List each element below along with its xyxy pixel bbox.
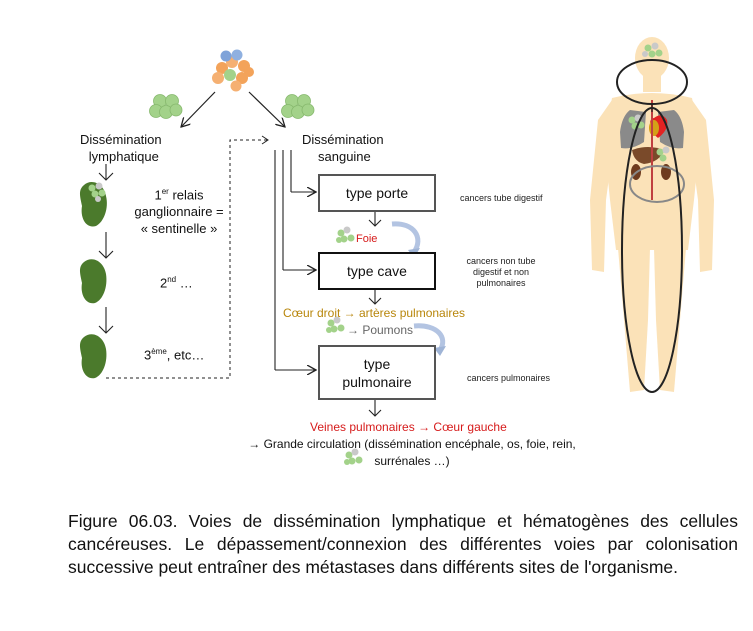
note-cave: cancers non tube digestif et non pulmona… <box>466 256 536 288</box>
coeur-droit-label: Cœur droit → artères pulmonaires <box>283 306 466 320</box>
human-body-icon <box>590 37 714 393</box>
poumons-label: → Poumons <box>347 323 414 337</box>
metastasis-cluster-icon-node1 <box>88 182 106 202</box>
box-type-porte: type porte <box>318 174 436 212</box>
relay-2-label: 2nd … <box>160 275 193 291</box>
cell-cluster-icon-left <box>149 94 183 119</box>
veines-label: Veines pulmonaires → Cœur gauche <box>310 420 507 434</box>
lymph-title: Dissémination lymphatique <box>80 132 162 164</box>
figure-caption: Figure 06.03. Voies de dissémination lym… <box>68 511 738 577</box>
note-pulm: cancers pulmonaires <box>467 373 551 383</box>
blood-title: Dissémination sanguine <box>302 132 384 164</box>
box-type-cave: type cave <box>318 252 436 290</box>
lymph-node-icon-3 <box>80 334 107 379</box>
note-porte: cancers tube digestif <box>460 193 543 203</box>
metastasis-cluster-icon-poumons <box>326 316 345 333</box>
grande-circulation-label: → Grande circulation (dissémination encé… <box>248 437 576 468</box>
foie-label: Foie <box>356 233 378 245</box>
lymph-node-icon-2 <box>80 259 107 304</box>
box-type-pulmonaire: type pulmonaire <box>318 345 436 400</box>
relay-3-label: 3ème, etc… <box>144 347 205 363</box>
tumor-cluster-icon <box>212 49 254 92</box>
metastasis-cluster-icon-grande <box>344 448 363 465</box>
metastasis-cluster-icon-foie <box>336 226 355 243</box>
cell-cluster-icon-right <box>281 94 315 119</box>
relay-1-label: 1er relais ganglionnaire = « sentinelle … <box>134 187 224 237</box>
